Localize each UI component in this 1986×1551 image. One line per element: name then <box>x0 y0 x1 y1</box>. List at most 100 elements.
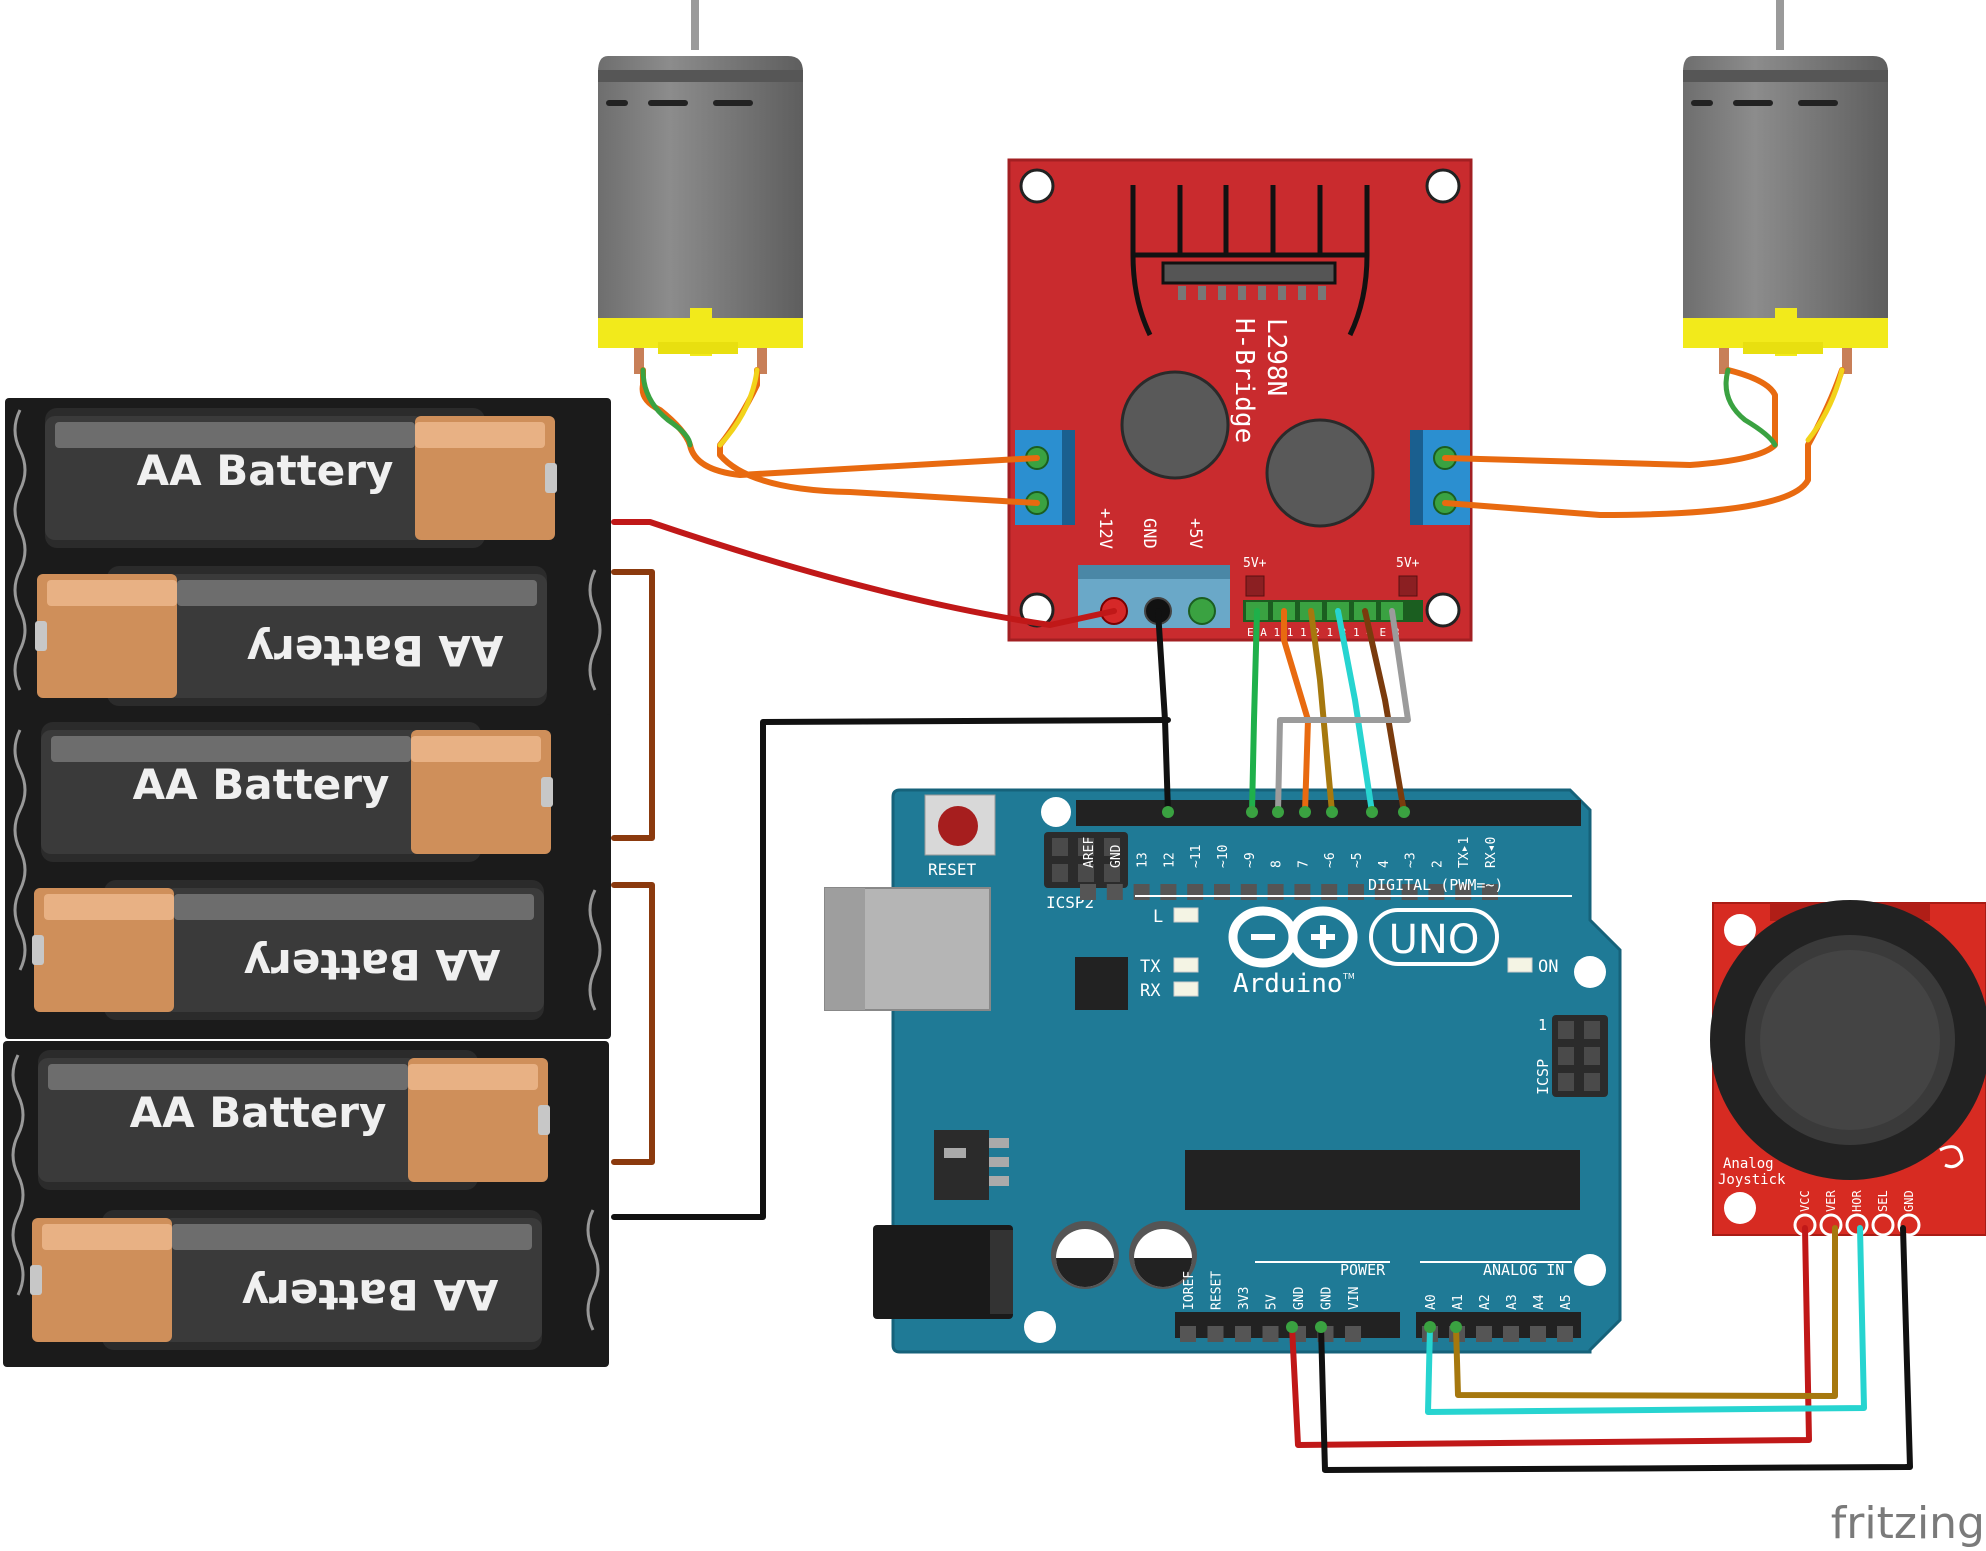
digital-pin[interactable] <box>1348 884 1364 900</box>
digital-pin-label: 7 <box>1296 860 1311 868</box>
power-pin-label: GND <box>1292 1286 1307 1310</box>
digital-pin-label: ~9 <box>1243 852 1258 868</box>
battery-label: AA Battery <box>244 940 501 989</box>
motor-right <box>1683 0 1888 374</box>
digital-pin-label: 2 <box>1430 860 1445 868</box>
battery-label: AA Battery <box>242 1270 499 1319</box>
digital-pin-label: ~3 <box>1404 852 1419 868</box>
power-label: POWER <box>1340 1261 1386 1279</box>
power-jack <box>873 1225 1013 1319</box>
icsp-label: ICSP <box>1534 1059 1552 1095</box>
analog-pin[interactable] <box>1557 1326 1573 1342</box>
battery-4: AA Battery <box>32 880 544 1020</box>
digital-pin[interactable] <box>1080 884 1096 900</box>
arduino-tm: TM <box>1342 972 1355 981</box>
battery-1: AA Battery <box>45 408 557 548</box>
usb-chip <box>1075 957 1128 1010</box>
battery-5: AA Battery <box>38 1050 550 1190</box>
digital-label: DIGITAL (PWM=~) <box>1368 876 1503 894</box>
digital-pin-label: 4 <box>1377 860 1392 868</box>
terminal-motor-a <box>1015 430 1075 525</box>
analog-pin[interactable] <box>1530 1326 1546 1342</box>
joystick-title-2: Joystick <box>1718 1172 1786 1188</box>
analog-pin[interactable] <box>1503 1326 1519 1342</box>
joystick-pin-label: SEL <box>1876 1190 1890 1212</box>
digital-pin[interactable] <box>1187 884 1204 900</box>
hbridge-pin-12v: +12V <box>1095 508 1115 549</box>
digital-pin-label: ~5 <box>1350 852 1365 868</box>
digital-pin[interactable] <box>1294 884 1311 900</box>
motor-left <box>598 0 803 374</box>
reset-label: RESET <box>928 860 977 879</box>
power-pin-label: RESET <box>1210 1271 1225 1310</box>
battery-3: AA Battery <box>41 722 553 862</box>
wires <box>611 367 1913 1473</box>
joystick-pin[interactable] <box>1845 1213 1869 1237</box>
joystick-pin-label: VER <box>1824 1190 1838 1212</box>
digital-pin[interactable] <box>1267 884 1284 900</box>
led-tx-label: TX <box>1140 957 1161 977</box>
voltage-regulator <box>934 1130 1009 1200</box>
wire-endpoints <box>1162 806 1462 1333</box>
digital-pin-label: ~11 <box>1189 845 1204 868</box>
led-rx <box>1173 981 1199 997</box>
power-pin-label: 3V3 <box>1237 1287 1252 1310</box>
battery-label: AA Battery <box>130 1088 387 1137</box>
power-pin[interactable] <box>1207 1326 1224 1342</box>
analog-pin-label: A2 <box>1478 1294 1493 1310</box>
jumper-label-left: 5V+ <box>1243 556 1267 571</box>
digital-pin[interactable] <box>1160 884 1177 900</box>
digital-pin[interactable] <box>1240 884 1257 900</box>
power-pin[interactable] <box>1235 1326 1251 1342</box>
digital-pin-label: ~6 <box>1323 852 1338 868</box>
joystick-pin[interactable] <box>1871 1213 1895 1237</box>
led-l-label: L <box>1153 907 1163 927</box>
power-pin-label: 5V <box>1265 1294 1280 1310</box>
digital-pin-label: GND <box>1109 844 1124 868</box>
power-pin[interactable] <box>1345 1326 1361 1342</box>
microcontroller <box>1185 1150 1580 1210</box>
analog-header <box>1416 1312 1581 1338</box>
analog-pin[interactable] <box>1476 1326 1492 1342</box>
reset-button[interactable] <box>938 806 978 846</box>
digital-pin-label: ~10 <box>1216 845 1231 868</box>
capacitor-a <box>1051 1221 1119 1289</box>
power-pin[interactable] <box>1180 1326 1196 1342</box>
digital-pin-label: TX▸1 <box>1457 837 1472 868</box>
power-pin-label: IOREF <box>1182 1271 1197 1310</box>
hbridge-board-label: H-Bridge <box>1229 318 1259 443</box>
digital-pin[interactable] <box>1214 884 1230 900</box>
power-pin[interactable] <box>1262 1326 1279 1342</box>
joystick-pin-label: VCC <box>1798 1190 1812 1212</box>
heatsink <box>1130 185 1370 337</box>
icsp-pin1-label: 1 <box>1538 1016 1547 1034</box>
icsp-header <box>1552 1015 1608 1097</box>
joystick-pin-label: HOR <box>1850 1190 1864 1212</box>
battery-label: AA Battery <box>247 626 504 675</box>
digital-pin-label: RX◂0 <box>1484 837 1499 868</box>
digital-pin-label: 12 <box>1162 852 1177 868</box>
capacitor-2 <box>1265 418 1375 528</box>
uno-label: UNO <box>1389 917 1480 963</box>
capacitor-1 <box>1120 370 1230 480</box>
hbridge-pin-gnd: GND <box>1139 518 1159 549</box>
hbridge-board: L298N H-Bridge +12V GND +5V 5V+ 5V+ <box>1007 158 1473 642</box>
hbridge-chip-label: L298N <box>1261 318 1291 396</box>
icsp2-header <box>1044 832 1128 888</box>
battery-label: AA Battery <box>137 446 394 495</box>
analog-pin-label: A0 <box>1424 1294 1439 1310</box>
hbridge-header-labels: E A 1 1 1 2 1 3 1 4 E B <box>1247 626 1400 639</box>
digital-pin[interactable] <box>1321 884 1338 900</box>
battery-label: AA Battery <box>133 760 390 809</box>
on-label: ON <box>1538 957 1558 977</box>
uno-badge <box>1369 908 1499 966</box>
digital-pin-label: 8 <box>1270 860 1285 868</box>
power-pin-label: GND <box>1320 1286 1335 1310</box>
digital-pin[interactable] <box>1106 884 1123 900</box>
digital-pin[interactable] <box>1133 884 1150 900</box>
arduino-logo <box>1228 906 1358 968</box>
